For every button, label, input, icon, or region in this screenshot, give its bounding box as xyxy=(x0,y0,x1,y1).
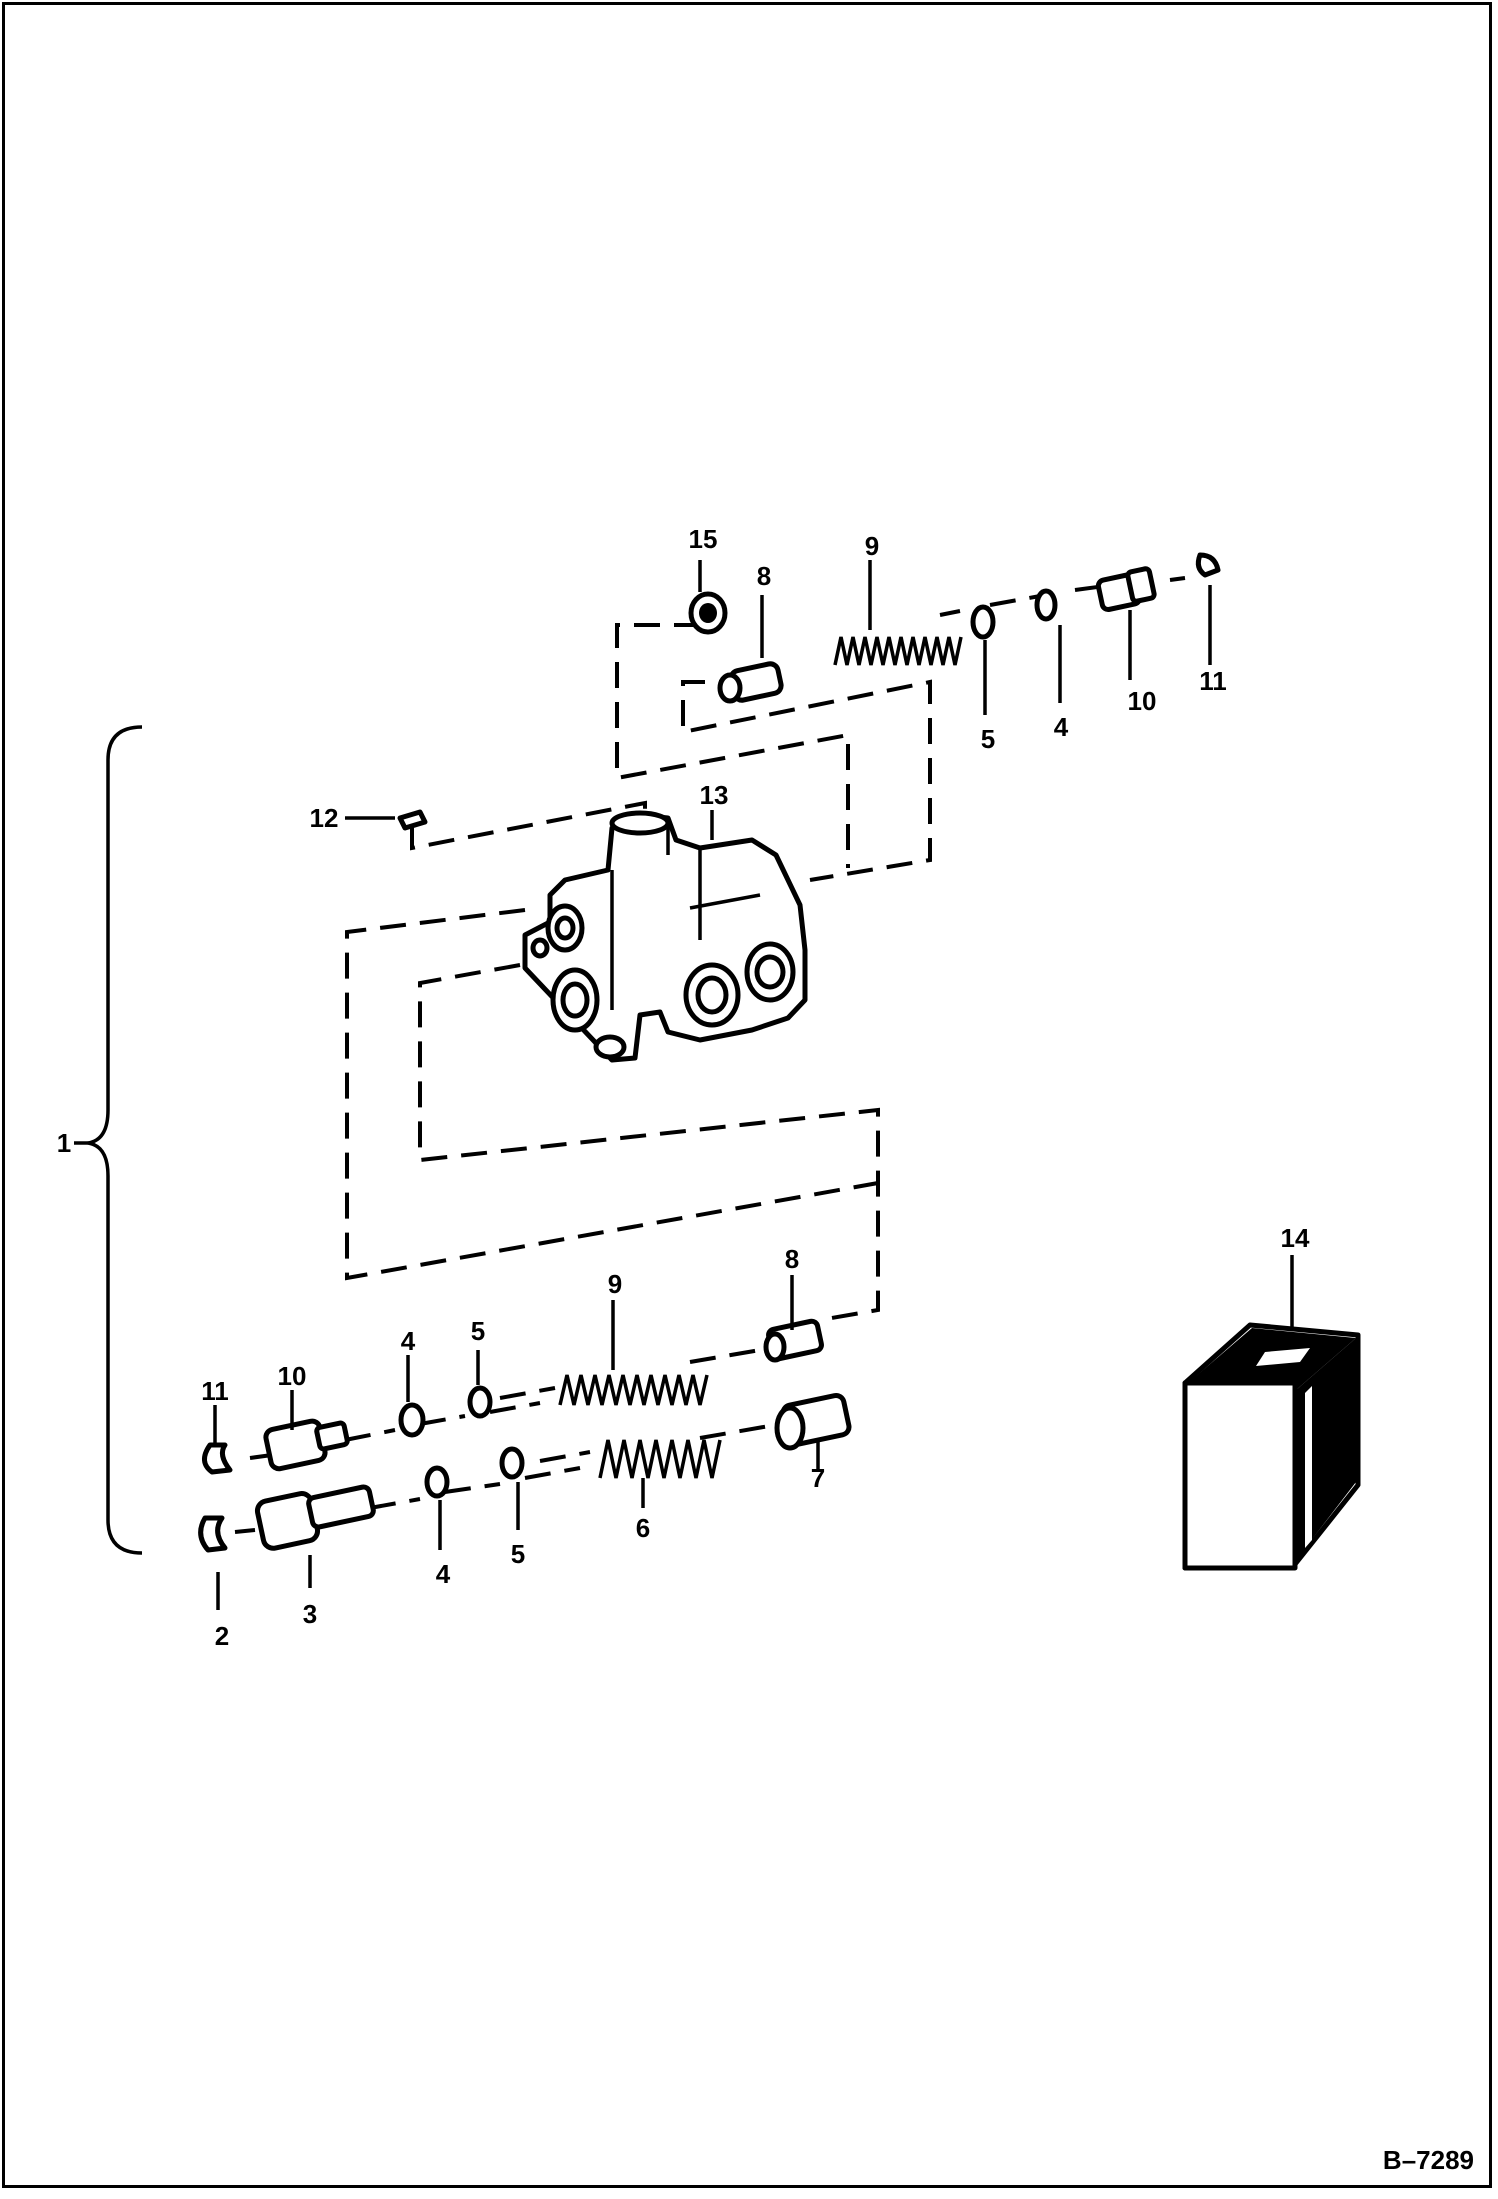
callout-5-top: 5 xyxy=(981,724,995,754)
part-6-spring xyxy=(598,1439,722,1479)
dash-path-left-outer xyxy=(345,908,879,1281)
figure-id: B–7289 xyxy=(1382,2145,1474,2175)
part-5-top-ring xyxy=(970,604,996,640)
callout-8-top: 8 xyxy=(757,561,771,591)
part-4-mid-ring xyxy=(398,1402,426,1438)
callout-4-mid: 4 xyxy=(401,1326,416,1356)
part-3-spool xyxy=(254,1484,376,1551)
part-5-mid-ring xyxy=(467,1385,493,1419)
callout-4-lower: 4 xyxy=(436,1559,451,1589)
callout-8-mid: 8 xyxy=(785,1244,799,1274)
part-12-cap xyxy=(397,809,428,831)
dash-path-left-inner xyxy=(418,963,880,1322)
part-10-top-plug xyxy=(1095,566,1157,613)
part-5-lower-ring xyxy=(499,1446,525,1480)
dash-path-15 xyxy=(615,623,850,868)
part-14-decal-kit xyxy=(1182,1322,1361,1571)
part-9-top-spring xyxy=(833,636,963,666)
part-4-lower-ring xyxy=(424,1465,450,1499)
callout-15: 15 xyxy=(689,524,718,554)
callout-7: 7 xyxy=(811,1463,825,1493)
callout-13: 13 xyxy=(700,780,729,810)
dash-path-mid-row xyxy=(249,1401,541,1460)
callout-1: 1 xyxy=(57,1128,71,1158)
callout-2: 2 xyxy=(215,1621,229,1651)
dash-path-spring-mid xyxy=(499,1386,556,1400)
part-4-top-ring xyxy=(1034,588,1058,622)
part-7-sleeve xyxy=(774,1392,852,1451)
dash-path-12 xyxy=(410,800,647,851)
callout-5-mid: 5 xyxy=(471,1316,485,1346)
dash-path-low-row xyxy=(234,1466,581,1534)
part-9-mid-spring xyxy=(558,1374,709,1406)
dash-path-7 xyxy=(699,1423,776,1440)
callout-4-top: 4 xyxy=(1054,712,1069,742)
callout-3: 3 xyxy=(303,1599,317,1629)
callout-14: 14 xyxy=(1281,1223,1310,1253)
part-8-top-plug xyxy=(717,661,784,704)
part-11-mid-clip xyxy=(202,1442,233,1475)
callout-11-mid: 11 xyxy=(201,1376,229,1406)
callout-12: 12 xyxy=(310,803,339,833)
part-11-top-clip xyxy=(1195,552,1221,578)
callout-6: 6 xyxy=(636,1513,650,1543)
dash-path-8-mid xyxy=(689,1348,761,1364)
part-2-clip xyxy=(198,1515,228,1553)
valve-body xyxy=(522,810,808,1063)
dash-path-6 xyxy=(539,1450,591,1463)
dash-path-top-row xyxy=(939,576,1186,617)
callout-11-top: 11 xyxy=(1199,666,1227,696)
callout-5-lower: 5 xyxy=(511,1539,525,1569)
part-15-nut xyxy=(688,591,728,635)
callout-10-mid: 10 xyxy=(278,1361,307,1391)
dash-path-8-top xyxy=(681,679,932,882)
callout-9-mid: 9 xyxy=(608,1269,622,1299)
callout-9-top: 9 xyxy=(865,531,879,561)
callout-10-top: 10 xyxy=(1128,686,1157,716)
